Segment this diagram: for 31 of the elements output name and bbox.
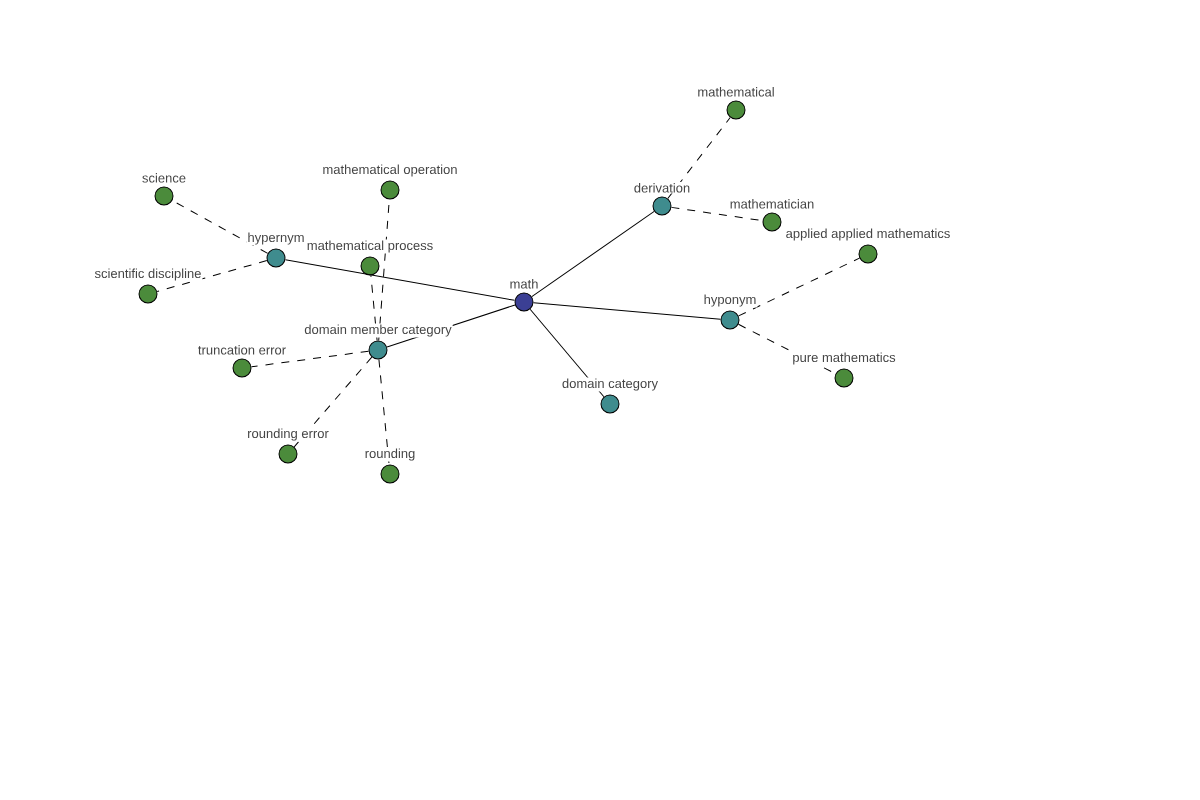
graph-node (380, 464, 400, 484)
graph-node (154, 186, 174, 206)
dashed-connector (738, 257, 860, 317)
dashed-connector (370, 274, 378, 342)
connector (532, 302, 722, 320)
connector (531, 210, 655, 298)
dashed-connector (293, 356, 373, 448)
dashed-connector (156, 260, 268, 292)
graph-node (726, 100, 746, 120)
dashed-connector (670, 206, 764, 222)
graph-node (232, 358, 252, 378)
graph-node (514, 292, 534, 312)
dashed-connector (171, 200, 269, 254)
graph-node (600, 394, 620, 414)
dashed-connector (378, 199, 390, 342)
graph-node (368, 340, 388, 360)
graph-node (858, 244, 878, 264)
dashed-connector (378, 358, 390, 466)
connector (284, 259, 516, 301)
graph-node (278, 444, 298, 464)
connector (529, 308, 605, 398)
graph-node (762, 212, 782, 232)
graph-node (652, 196, 672, 216)
graph-node (380, 180, 400, 200)
graph-node (720, 310, 740, 330)
graph-node (834, 368, 854, 388)
dashed-connector (250, 350, 370, 368)
graph-node (360, 256, 380, 276)
graph-node (138, 284, 158, 304)
dashed-connector (667, 117, 731, 199)
graph-node (266, 248, 286, 268)
